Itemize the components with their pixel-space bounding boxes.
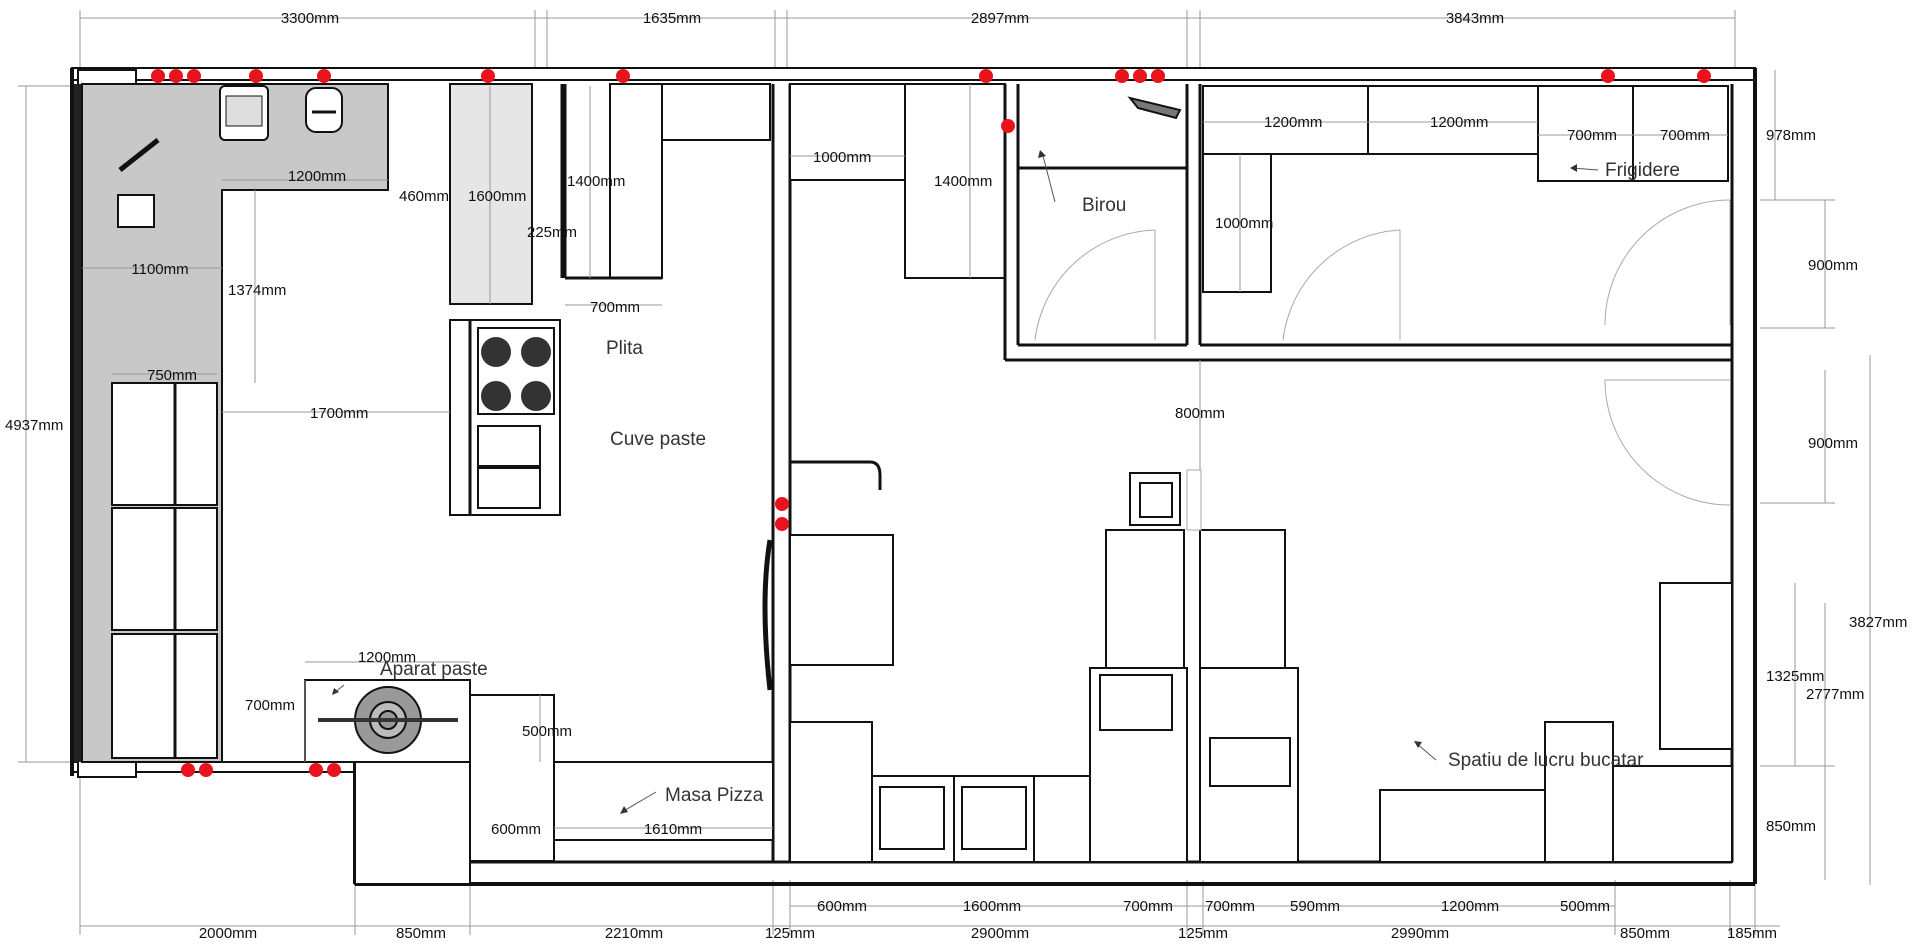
dim-bottom-6: 125mm	[1178, 925, 1228, 942]
dim-int-800: 800mm	[1175, 405, 1225, 422]
central-partition	[771, 84, 792, 862]
top-dimension-lines	[79, 10, 1736, 72]
door-arcs	[1034, 199, 1731, 506]
dim-bottom-inner-5: 590mm	[1290, 898, 1340, 915]
dim-int-500: 500mm	[522, 723, 572, 740]
dim-bottom-9: 185mm	[1727, 925, 1777, 942]
dim-int-1610: 1610mm	[644, 821, 702, 838]
dim-bottom-inner-1: 600mm	[817, 898, 867, 915]
label-spatiu-lucru: Spatiu de lucru bucatar	[1448, 750, 1644, 771]
dim-bottom-inner-6: 1200mm	[1441, 898, 1499, 915]
label-masa-pizza: Masa Pizza	[665, 785, 764, 806]
pizza-area	[304, 679, 774, 885]
wall-fixture-line	[118, 138, 160, 172]
dim-bottom-inner-2: 1600mm	[963, 898, 1021, 915]
dim-int-1000a: 1000mm	[813, 149, 871, 166]
label-cuve-paste: Cuve paste	[610, 429, 706, 450]
upper-rooms	[789, 83, 1732, 362]
dim-bottom-8: 850mm	[1620, 925, 1670, 942]
door-swing-mark	[790, 460, 882, 490]
dim-int-700c: 700mm	[1660, 127, 1710, 144]
dim-int-700a: 700mm	[590, 299, 640, 316]
dim-bottom-3: 2210mm	[605, 925, 663, 942]
dim-int-700b: 700mm	[1567, 127, 1617, 144]
sink-fixture	[219, 85, 269, 141]
dim-int-1200c: 1200mm	[1430, 114, 1488, 131]
dim-int-1200b: 1200mm	[1264, 114, 1322, 131]
label-aparat-paste: Aparat paste	[380, 659, 488, 680]
interior-dimension-lines	[82, 84, 1728, 829]
lower-kitchen	[789, 469, 1733, 863]
dim-int-700d: 700mm	[245, 697, 295, 714]
faucet-fixture	[305, 87, 343, 133]
dim-bottom-1: 2000mm	[199, 925, 257, 942]
dim-right-850: 850mm	[1766, 818, 1816, 835]
dim-right-1325: 1325mm	[1766, 668, 1824, 685]
dim-right-900b: 900mm	[1808, 435, 1858, 452]
dim-right-900a: 900mm	[1808, 257, 1858, 274]
dim-left-total: 4937mm	[5, 417, 63, 434]
dim-int-460: 460mm	[399, 188, 449, 205]
dim-int-1200d: 1200mm	[358, 649, 416, 666]
dim-int-1400b: 1400mm	[934, 173, 992, 190]
dim-int-1400a: 1400mm	[567, 173, 625, 190]
dim-top-3: 2897mm	[971, 10, 1029, 27]
dim-int-600: 600mm	[491, 821, 541, 838]
label-frigidere: Frigidere	[1605, 160, 1680, 181]
dim-int-1600: 1600mm	[468, 188, 526, 205]
dim-int-1700: 1700mm	[310, 405, 368, 422]
label-leader-arrows	[332, 150, 1599, 814]
dim-int-750: 750mm	[147, 367, 197, 384]
label-birou: Birou	[1082, 195, 1126, 216]
dim-top-1: 3300mm	[281, 10, 339, 27]
electrical-outlets	[151, 69, 1711, 777]
desk-lamp	[1127, 96, 1182, 120]
dim-right-3827: 3827mm	[1849, 614, 1907, 631]
dim-bottom-inner-4: 700mm	[1205, 898, 1255, 915]
small-stool	[117, 194, 155, 228]
dim-top-4: 3843mm	[1446, 10, 1504, 27]
dim-bottom-2: 850mm	[396, 925, 446, 942]
dim-bottom-7: 2990mm	[1391, 925, 1449, 942]
dim-int-1100: 1100mm	[131, 261, 188, 278]
dim-top-2: 1635mm	[643, 10, 701, 27]
dim-int-1200a: 1200mm	[288, 168, 346, 185]
dim-bottom-5: 2900mm	[971, 925, 1029, 942]
dim-right-978: 978mm	[1766, 127, 1816, 144]
label-plita: Plita	[606, 338, 643, 359]
dim-int-1000b: 1000mm	[1215, 215, 1273, 232]
dim-right-2777: 2777mm	[1806, 686, 1864, 703]
right-dimension-lines	[1760, 70, 1871, 885]
cooktop-burners	[481, 337, 551, 411]
dim-int-1374: 1374mm	[228, 282, 286, 299]
sofa-seats	[111, 382, 218, 759]
dim-bottom-inner-7: 500mm	[1560, 898, 1610, 915]
sliding-door	[762, 539, 773, 691]
dim-int-225: 225mm	[527, 224, 577, 241]
dim-bottom-inner-3: 700mm	[1123, 898, 1173, 915]
dim-bottom-4: 125mm	[765, 925, 815, 942]
